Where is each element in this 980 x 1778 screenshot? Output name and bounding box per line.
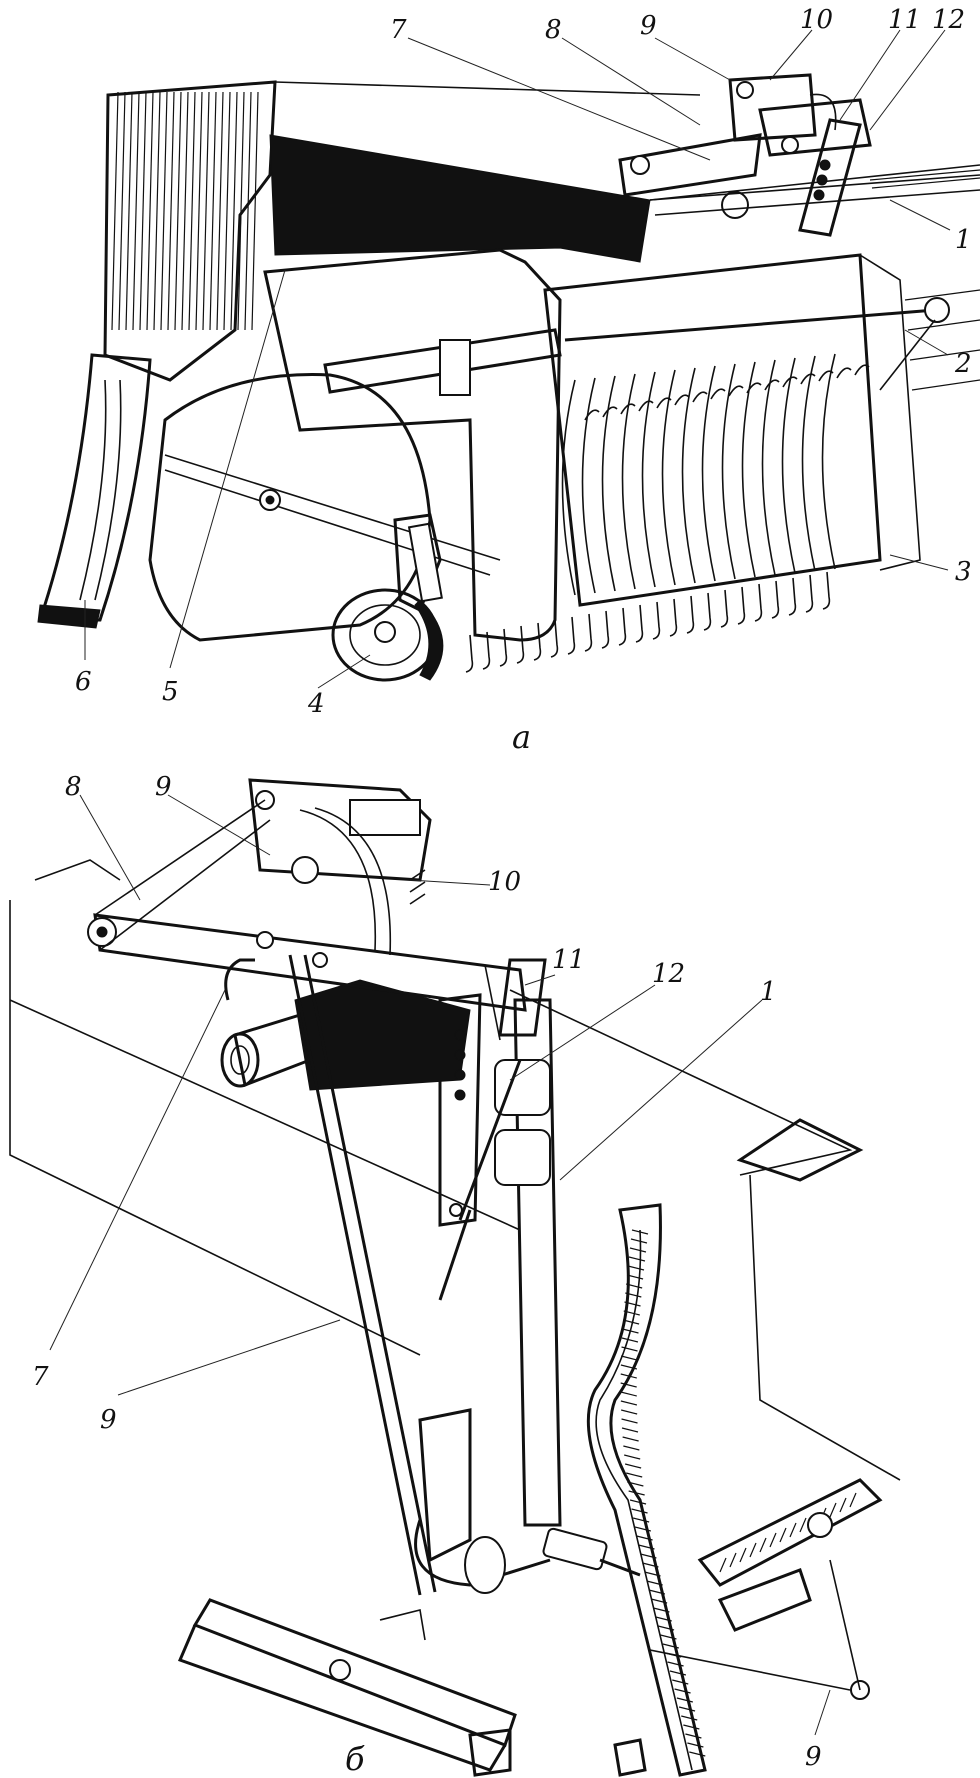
header-frame (263, 248, 562, 642)
leader-lines-a (84, 29, 951, 689)
pickup-drum (465, 253, 882, 673)
bottom-beam (177, 1598, 517, 1777)
label-b-1: 1 (760, 977, 777, 1007)
pin-bolt (542, 1527, 641, 1577)
label-a-3: 3 (955, 557, 972, 587)
leader-lines-b (49, 794, 831, 1736)
label-b-8: 8 (65, 772, 82, 802)
figure-a: 7 8 9 10 11 12 1 2 3 4 5 6 а (37, 5, 980, 756)
label-a-1: 1 (955, 225, 972, 255)
top-bracket (248, 778, 432, 956)
shaft (564, 308, 936, 342)
housing-block (103, 80, 277, 382)
label-a-5: 5 (162, 677, 179, 707)
label-a-4: 4 (307, 689, 325, 719)
wavy-channel (586, 1203, 707, 1777)
curved-guide (37, 353, 152, 629)
hook (224, 958, 255, 1001)
throat-opening (269, 134, 651, 263)
label-a-12: 12 (932, 5, 965, 35)
pipe-stub (220, 1013, 312, 1088)
label-b-11: 11 (552, 945, 585, 975)
right-bracket (649, 1478, 883, 1700)
caption-b: б (345, 1740, 365, 1778)
label-b-12: 12 (652, 959, 685, 989)
label-a-11: 11 (888, 5, 921, 35)
label-b-9-bottom: 9 (805, 1742, 822, 1772)
top-bar (323, 328, 562, 394)
label-a-8: 8 (545, 15, 562, 45)
label-a-9: 9 (640, 11, 657, 41)
label-a-6: 6 (75, 667, 92, 697)
side-disc (148, 373, 432, 642)
label-a-7: 7 (390, 15, 407, 45)
long-rod (288, 954, 437, 1596)
caption-a: а (512, 718, 531, 756)
housing-body (9, 859, 521, 1356)
adjustment-plate (438, 993, 482, 1227)
label-a-2: 2 (954, 349, 972, 379)
gauge-wheel (331, 513, 444, 682)
telescopic-tube (414, 998, 562, 1594)
label-b-10: 10 (488, 867, 521, 897)
cross-beam (164, 454, 501, 576)
upper-linkage (618, 73, 980, 237)
label-a-10: 10 (800, 5, 833, 35)
figure-b: 8 9 10 11 12 1 7 9 9 б (9, 772, 901, 1778)
bottom-channel (613, 1738, 647, 1777)
label-b-9-top: 9 (155, 772, 172, 802)
interior-shadow (294, 979, 471, 1091)
label-b-9-mid: 9 (100, 1405, 117, 1435)
label-b-7: 7 (32, 1362, 49, 1392)
lever-arm (87, 799, 547, 1041)
